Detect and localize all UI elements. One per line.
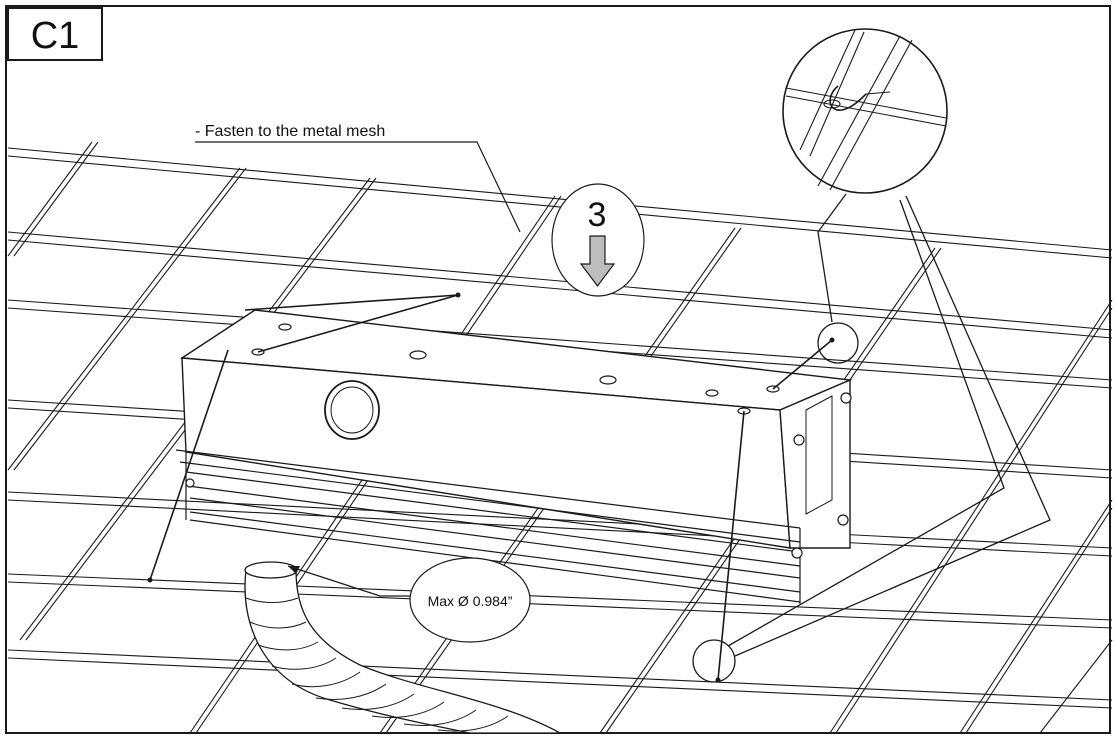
- step-tag-text: C1: [31, 15, 80, 57]
- detail-marker-upper: [817, 322, 859, 364]
- wire-top-diagonal: [257, 294, 459, 353]
- duct-opening-inner: [330, 386, 374, 434]
- mounting-holes: [251, 323, 780, 415]
- suspension-wires: [149, 294, 833, 681]
- detail-magnifier: [692, 28, 1051, 683]
- step-number: 3: [588, 196, 607, 234]
- hose-body: [244, 569, 561, 734]
- hose-note-leader: [287, 565, 412, 597]
- detail-content: [785, 29, 947, 191]
- step-bubble: 3: [551, 183, 645, 297]
- step-tag: C1: [7, 7, 103, 61]
- hose-ribs: [245, 597, 509, 732]
- instruction-leader: [195, 141, 521, 233]
- detail-leader-right-inner: [727, 199, 1005, 647]
- wire-right-up: [772, 339, 833, 390]
- flexible-hose: [244, 561, 561, 734]
- detail-leader-right: [734, 195, 1051, 657]
- wire-top-left: [244, 294, 459, 311]
- unit-rail: [175, 449, 801, 604]
- hose-note-text: Max Ø 0.984”: [428, 593, 513, 609]
- side-screws: [185, 392, 852, 559]
- wire-left-drop: [149, 349, 229, 581]
- duct-opening: [324, 380, 380, 440]
- end-bracket: [805, 395, 833, 515]
- hose-end: [244, 561, 298, 579]
- instruction-text: - Fasten to the metal mesh: [195, 123, 385, 140]
- unit-housing: [175, 309, 853, 604]
- hose-note-callout: Max Ø 0.984”: [287, 557, 531, 643]
- detail-marker-lower: [692, 639, 736, 683]
- wire-right-drop: [717, 410, 745, 681]
- detail-leader-left: [817, 193, 847, 323]
- instruction-callout: - Fasten to the metal mesh: [195, 123, 521, 233]
- wire-ties: [147, 292, 835, 683]
- down-arrow-icon: [579, 235, 616, 287]
- hose-note-arrowhead: [288, 566, 300, 574]
- mesh-horizontal-wires: [7, 147, 1113, 709]
